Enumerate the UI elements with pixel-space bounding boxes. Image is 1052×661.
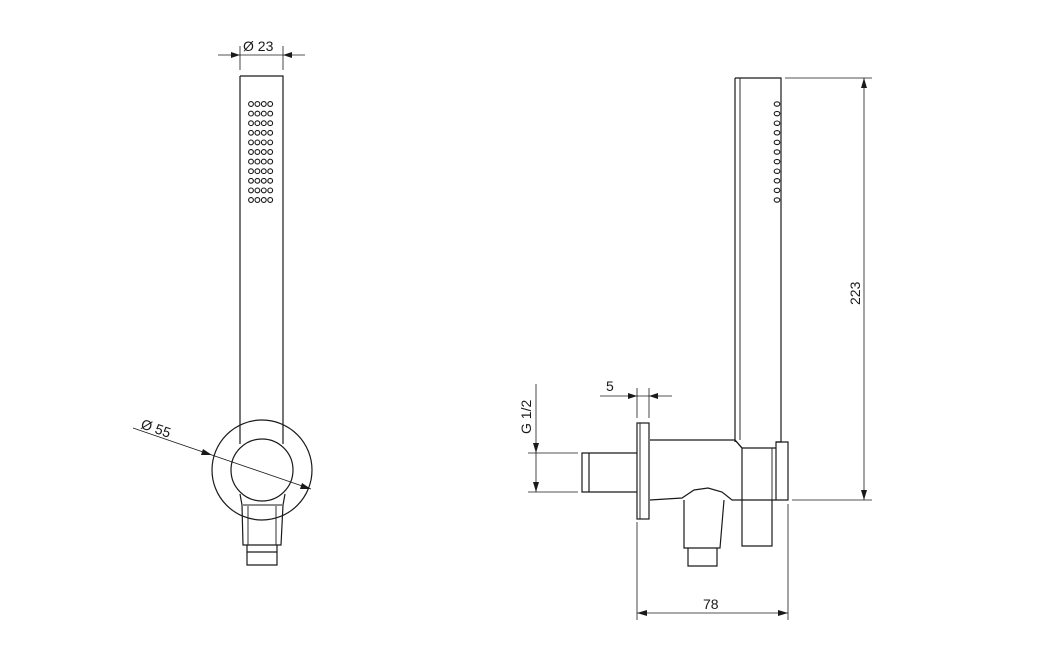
spray-hole bbox=[260, 158, 267, 165]
dimension-flange-thickness-label: 5 bbox=[606, 378, 614, 394]
spray-hole bbox=[254, 168, 261, 175]
spray-hole bbox=[248, 197, 254, 203]
spray-hole bbox=[260, 149, 267, 155]
side-holder-lower bbox=[741, 500, 773, 547]
spray-hole bbox=[254, 197, 261, 203]
spray-hole bbox=[267, 101, 274, 107]
spray-hole bbox=[248, 129, 254, 136]
spray-hole bbox=[248, 101, 254, 107]
side-hose-nut bbox=[687, 548, 718, 567]
spray-hole bbox=[260, 110, 267, 117]
side-wall-flange bbox=[636, 422, 650, 520]
dimension-depth-label: 78 bbox=[703, 596, 719, 612]
side-holder-body bbox=[649, 439, 743, 501]
spray-hole bbox=[267, 197, 274, 203]
spray-hole bbox=[254, 101, 261, 107]
spray-hole bbox=[260, 120, 267, 127]
spray-hole bbox=[248, 158, 254, 165]
spray-nozzle bbox=[773, 178, 781, 184]
spray-hole bbox=[260, 187, 267, 194]
spray-hole bbox=[254, 139, 261, 146]
spray-hole bbox=[254, 158, 261, 165]
spray-hole bbox=[260, 168, 267, 175]
spray-hole bbox=[260, 101, 267, 107]
front-handle-body bbox=[239, 75, 284, 444]
spray-hole bbox=[260, 129, 267, 136]
side-hose-connector bbox=[683, 499, 725, 549]
spray-hole bbox=[254, 149, 261, 155]
dimension-thread-label: G 1/2 bbox=[518, 400, 534, 434]
spray-hole bbox=[248, 120, 254, 127]
side-view: 223 78 5 G 1/2 bbox=[518, 77, 872, 620]
spray-hole bbox=[267, 129, 274, 136]
spray-hole bbox=[267, 149, 274, 155]
spray-hole bbox=[248, 187, 254, 194]
spray-hole bbox=[254, 120, 261, 127]
spray-nozzle bbox=[773, 149, 781, 155]
spray-hole bbox=[260, 197, 267, 203]
dimension-diameter-flange-label: Ø 55 bbox=[139, 416, 173, 441]
dimension-thread: G 1/2 bbox=[518, 384, 578, 493]
spray-nozzle bbox=[773, 101, 781, 107]
front-bracket-inner bbox=[243, 504, 282, 545]
spray-nozzle bbox=[773, 139, 781, 146]
spray-hole bbox=[254, 187, 261, 194]
spray-hole bbox=[267, 177, 274, 184]
spray-hole bbox=[248, 139, 254, 146]
spray-hole bbox=[248, 149, 254, 155]
dimension-diameter-flange: Ø 55 bbox=[132, 416, 312, 490]
spray-hole bbox=[267, 139, 274, 146]
front-hose-nut bbox=[246, 545, 278, 566]
spray-hole bbox=[248, 168, 254, 175]
spray-nozzle bbox=[773, 120, 781, 126]
spray-nozzle bbox=[773, 187, 781, 194]
spray-nozzle bbox=[773, 110, 781, 117]
spray-hole bbox=[254, 110, 261, 117]
front-connection-circle bbox=[230, 438, 294, 502]
spray-hole bbox=[267, 120, 274, 127]
spray-hole bbox=[248, 177, 254, 184]
dimension-flange-thickness: 5 bbox=[600, 378, 672, 418]
dimension-total-height-label: 223 bbox=[847, 281, 863, 305]
spray-hole bbox=[267, 110, 274, 117]
dimension-diameter-handle-label: Ø 23 bbox=[243, 38, 274, 54]
spray-hole bbox=[267, 168, 274, 175]
spray-hole bbox=[254, 177, 261, 184]
front-flange-circle bbox=[211, 419, 313, 521]
side-holder-clip bbox=[734, 439, 789, 501]
side-thread-pipe bbox=[581, 452, 637, 493]
spray-nozzle bbox=[773, 168, 781, 174]
spray-hole bbox=[254, 129, 261, 136]
front-view: Ø 23 Ø 55 bbox=[132, 38, 313, 566]
front-spray-holes bbox=[248, 101, 274, 203]
spray-hole bbox=[248, 110, 254, 117]
spray-hole bbox=[267, 187, 274, 194]
side-spray-nozzles bbox=[773, 101, 781, 203]
spray-hole bbox=[260, 177, 267, 184]
spray-hole bbox=[267, 158, 274, 165]
spray-nozzle bbox=[773, 158, 781, 165]
front-bracket bbox=[239, 493, 286, 546]
dimension-total-height: 223 bbox=[785, 77, 872, 501]
dimension-diameter-handle: Ø 23 bbox=[218, 38, 305, 70]
dimension-depth: 78 bbox=[636, 504, 789, 620]
spray-nozzle bbox=[773, 130, 781, 136]
spray-nozzle bbox=[773, 197, 781, 203]
spray-hole bbox=[260, 139, 267, 146]
